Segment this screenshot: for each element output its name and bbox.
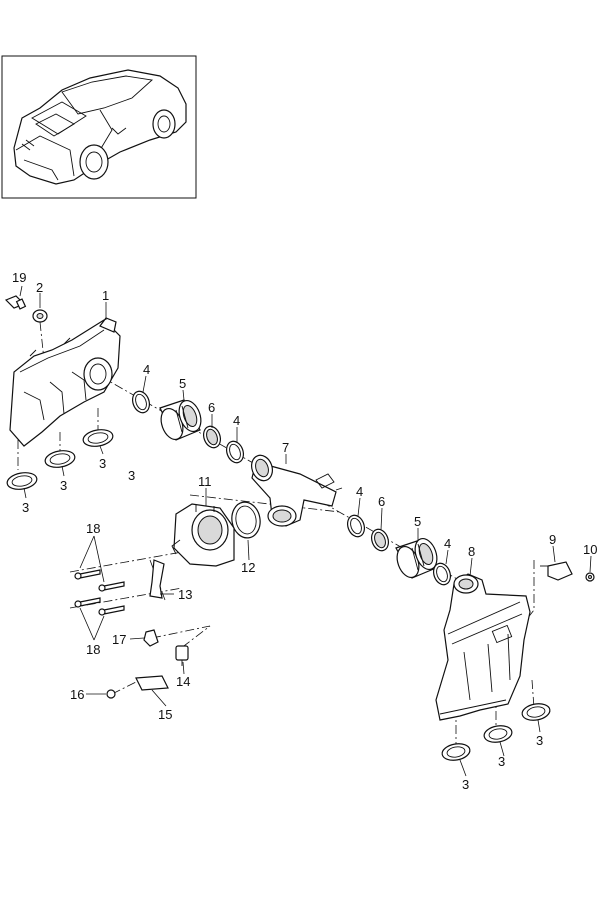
part-sensor-9 bbox=[540, 561, 573, 581]
callout-3-a: 3 bbox=[22, 500, 29, 515]
part-gaskets-3-left bbox=[6, 429, 114, 490]
callout-3-c: 3 bbox=[99, 456, 106, 471]
callout-3-e: 3 bbox=[462, 777, 469, 792]
car-illustration bbox=[13, 69, 187, 185]
callout-18-a: 18 bbox=[86, 521, 100, 536]
part-right-manifold bbox=[435, 573, 531, 721]
callout-5-b: 5 bbox=[414, 514, 421, 529]
callout-14: 14 bbox=[176, 674, 190, 689]
callout-7: 7 bbox=[282, 440, 289, 455]
part-sleeve-5b bbox=[395, 537, 438, 579]
callout-10: 10 bbox=[583, 542, 597, 557]
callout-18-b: 18 bbox=[86, 642, 100, 657]
callout-6-a: 6 bbox=[208, 400, 215, 415]
part-left-manifold bbox=[9, 317, 121, 447]
callout-4-b: 4 bbox=[233, 413, 240, 428]
callout-19: 19 bbox=[12, 270, 26, 285]
callout-2: 2 bbox=[36, 280, 43, 295]
callout-8: 8 bbox=[468, 544, 475, 559]
part-o-ring-4d bbox=[432, 562, 452, 586]
part-nut-16 bbox=[106, 689, 116, 699]
callout-15: 15 bbox=[158, 707, 172, 722]
part-screw-10 bbox=[585, 572, 595, 582]
callout-13: 13 bbox=[178, 587, 192, 602]
car-thumbnail bbox=[1, 55, 197, 199]
part-screw-19 bbox=[4, 295, 27, 310]
part-t-connector-7 bbox=[251, 454, 343, 527]
callout-4-a: 4 bbox=[143, 362, 150, 377]
callout-labels: 19 2 1 4 5 6 4 3 3 3 3 7 4 6 5 4 8 9 10 … bbox=[12, 270, 597, 792]
part-bracket-13 bbox=[149, 559, 165, 599]
callout-1: 1 bbox=[102, 288, 109, 303]
callout-16: 16 bbox=[70, 687, 84, 702]
part-bracket-15 bbox=[135, 675, 169, 691]
callout-17: 17 bbox=[112, 632, 126, 647]
part-clip-17 bbox=[143, 629, 159, 647]
callout-4-c: 4 bbox=[356, 484, 363, 499]
part-bolts-18 bbox=[74, 569, 125, 616]
callout-11: 11 bbox=[198, 474, 212, 489]
callout-6-b: 6 bbox=[378, 494, 385, 509]
callout-3-b: 3 bbox=[60, 478, 67, 493]
part-o-ring-4c bbox=[346, 514, 366, 538]
part-throttle-11 bbox=[171, 503, 235, 567]
part-gaskets-3-right bbox=[441, 703, 551, 761]
part-sleeve-5a bbox=[159, 399, 202, 441]
part-o-ring-4b bbox=[225, 440, 245, 464]
part-cap-2 bbox=[32, 309, 48, 323]
callout-4-d: 4 bbox=[444, 536, 451, 551]
leader-lines bbox=[19, 285, 592, 777]
callout-3-f: 3 bbox=[498, 754, 505, 769]
callout-3-g: 3 bbox=[536, 733, 543, 748]
callout-9: 9 bbox=[549, 532, 556, 547]
callout-3-d: 3 bbox=[128, 468, 135, 483]
callout-12: 12 bbox=[241, 560, 255, 575]
part-sensor-14 bbox=[175, 645, 189, 666]
callout-5-a: 5 bbox=[179, 376, 186, 391]
part-o-ring-4a bbox=[131, 390, 151, 414]
